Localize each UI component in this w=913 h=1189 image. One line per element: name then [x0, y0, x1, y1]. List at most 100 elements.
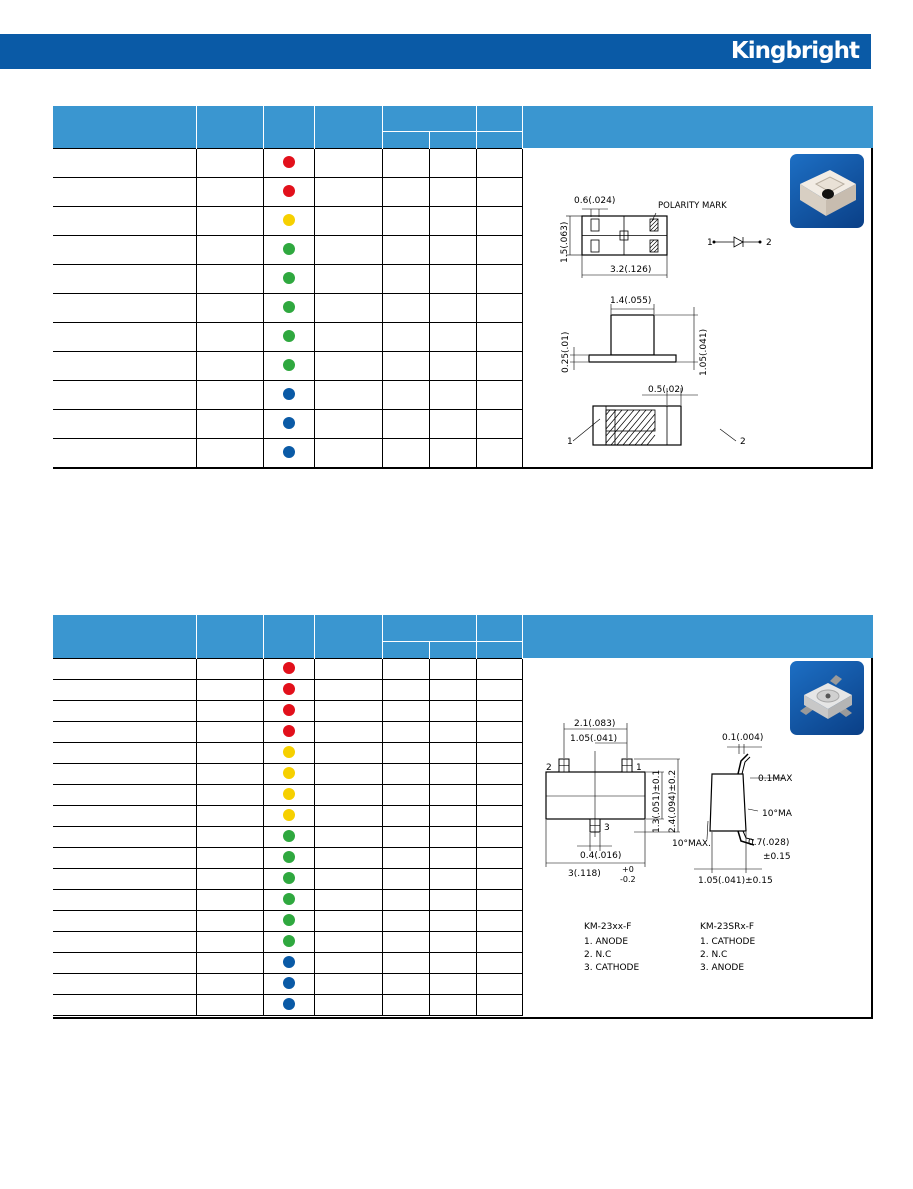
product-section-1: 0.6(.024) POLARITY MARK 1.5(.063) 3.2(.1… [53, 106, 873, 469]
table-cell [428, 804, 477, 827]
table-cell [53, 951, 197, 974]
table-cell [475, 205, 523, 236]
svg-text:3. ANODE: 3. ANODE [700, 963, 744, 973]
table-cell [313, 783, 383, 806]
table-cell [475, 350, 523, 381]
svg-text:1. CATHODE: 1. CATHODE [700, 937, 755, 947]
table-cell [381, 205, 430, 236]
table-cell [475, 951, 523, 974]
header-cell [475, 641, 523, 658]
table-cell [475, 867, 523, 890]
color-cell [262, 699, 315, 722]
brand-logo: Kingbright [730, 38, 860, 64]
led-color-dot [282, 243, 295, 256]
led-color-dot [282, 935, 295, 948]
table-row [53, 205, 523, 236]
table-cell [313, 846, 383, 869]
table-cell [475, 379, 523, 410]
table-cell [195, 741, 264, 764]
svg-text:1: 1 [567, 437, 573, 447]
table-cell [313, 867, 383, 890]
table-cell [428, 951, 477, 974]
color-cell [262, 930, 315, 953]
table-cell [475, 825, 523, 848]
table-cell [195, 263, 264, 294]
table-cell [381, 176, 430, 207]
table-cell [53, 350, 197, 381]
table-cell [53, 379, 197, 410]
led-color-dot [282, 662, 295, 675]
svg-text:3.2(.126): 3.2(.126) [610, 265, 651, 275]
table-cell [475, 321, 523, 352]
table-cell [381, 825, 430, 848]
table-cell [53, 321, 197, 352]
table-cell [428, 741, 477, 764]
table-cell [475, 888, 523, 911]
svg-text:2. N.C: 2. N.C [584, 950, 611, 960]
led-color-dot [282, 809, 295, 822]
table-cell [428, 205, 477, 236]
header-cell [53, 615, 197, 658]
svg-text:POLARITY MARK: POLARITY MARK [658, 201, 727, 211]
table-cell [53, 147, 197, 178]
svg-text:0.7(.028): 0.7(.028) [748, 838, 789, 848]
table-cell [428, 176, 477, 207]
table-cell [313, 350, 383, 381]
table-cell [428, 147, 477, 178]
color-cell [262, 720, 315, 743]
table-cell [195, 762, 264, 785]
table-row [53, 147, 523, 178]
table-cell [428, 909, 477, 932]
led-color-dot [282, 330, 295, 343]
led-color-dot [282, 156, 295, 169]
header-cell [262, 615, 315, 658]
table-row [53, 437, 523, 468]
table-cell [313, 951, 383, 974]
table-cell [313, 972, 383, 995]
table-cell [381, 699, 430, 722]
table-cell [475, 993, 523, 1016]
table-cell [53, 972, 197, 995]
table-cell [313, 321, 383, 352]
color-cell [262, 804, 315, 827]
svg-text:0.1(.004): 0.1(.004) [722, 733, 763, 743]
table-cell [53, 720, 197, 743]
led-color-dot [282, 830, 295, 843]
header-cell [382, 131, 430, 148]
table-cell [381, 909, 430, 932]
table-cell [313, 909, 383, 932]
table-cell [53, 888, 197, 911]
color-cell [262, 762, 315, 785]
table-cell [53, 408, 197, 439]
header-cell [428, 641, 477, 658]
table-cell [428, 867, 477, 890]
header-cell [475, 106, 523, 132]
product-section-2: 2 1 3 2.1(.083) 1.05(.041) 1.3(.051)±0.1… [53, 615, 873, 1019]
table-cell [381, 762, 430, 785]
table-cell [428, 762, 477, 785]
svg-text:3(.118): 3(.118) [568, 869, 601, 879]
svg-text:2: 2 [740, 437, 746, 447]
table-cell [53, 741, 197, 764]
table-cell [313, 993, 383, 1016]
table-cell [428, 379, 477, 410]
table-cell [195, 951, 264, 974]
table-cell [313, 408, 383, 439]
table-row [53, 846, 523, 869]
table-cell [475, 846, 523, 869]
table-cell [195, 205, 264, 236]
table-cell [381, 437, 430, 468]
table-cell [381, 888, 430, 911]
table-cell [428, 993, 477, 1016]
color-cell [262, 379, 315, 410]
table-cell [53, 437, 197, 468]
table-cell [195, 720, 264, 743]
table-cell [195, 888, 264, 911]
table-cell [53, 867, 197, 890]
header-banner: Kingbright [0, 34, 871, 69]
table-cell [313, 263, 383, 294]
table-cell [195, 783, 264, 806]
color-cell [262, 408, 315, 439]
header-cell [475, 615, 523, 642]
table-cell [475, 657, 523, 680]
